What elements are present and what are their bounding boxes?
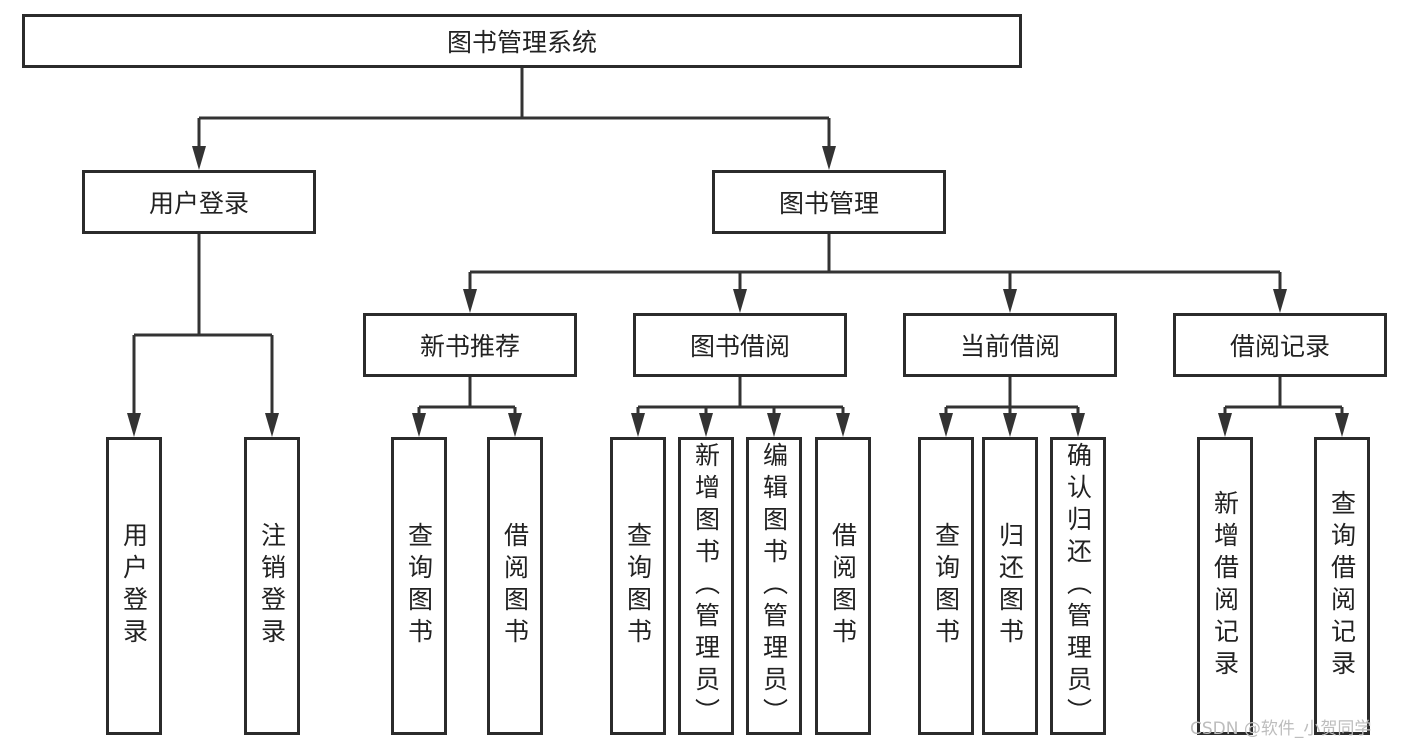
- node-label: 当前借阅: [959, 332, 1060, 361]
- arrowhead-icon: [1335, 413, 1349, 437]
- arrowhead-icon: [939, 413, 953, 437]
- level2-node: 新书推荐: [363, 313, 577, 377]
- level1-node: 用户登录: [82, 170, 316, 234]
- arrowhead-icon: [1071, 413, 1085, 437]
- leaf-node: 用户登录: [106, 437, 162, 735]
- leaf-node: 新增图书（管理员）: [678, 437, 734, 735]
- node-label: 用户登录: [148, 189, 249, 218]
- arrowhead-icon: [836, 413, 850, 437]
- node-label: 查询图书: [931, 522, 961, 650]
- node-label: 新书推荐: [419, 332, 520, 361]
- leaf-node: 注销登录: [244, 437, 300, 735]
- arrowhead-icon: [265, 413, 279, 437]
- arrowhead-icon: [1218, 413, 1232, 437]
- node-label: 注销登录: [257, 522, 287, 650]
- level1-node: 图书管理: [712, 170, 946, 234]
- arrowhead-icon: [412, 413, 426, 437]
- level2-node: 当前借阅: [903, 313, 1117, 377]
- node-label: 图书借阅: [689, 332, 790, 361]
- leaf-node: 查询借阅记录: [1314, 437, 1370, 735]
- arrowhead-icon: [192, 146, 206, 170]
- leaf-node: 确认归还（管理员）: [1050, 437, 1106, 735]
- node-label: 借阅图书: [828, 522, 858, 650]
- watermark: CSDN @软件_小贺同学: [1190, 719, 1372, 739]
- leaf-node: 查询图书: [391, 437, 447, 735]
- root-node: 图书管理系统: [22, 14, 1022, 68]
- node-label: 查询借阅记录: [1327, 490, 1357, 682]
- arrowhead-icon: [631, 413, 645, 437]
- arrowhead-icon: [699, 413, 713, 437]
- arrowhead-icon: [1003, 413, 1017, 437]
- node-label: 查询图书: [623, 522, 653, 650]
- leaf-node: 编辑图书（管理员）: [746, 437, 802, 735]
- arrowhead-icon: [767, 413, 781, 437]
- arrowhead-icon: [127, 413, 141, 437]
- leaf-node: 新增借阅记录: [1197, 437, 1253, 735]
- level2-node: 借阅记录: [1173, 313, 1387, 377]
- node-label: 查询图书: [404, 522, 434, 650]
- node-label: 用户登录: [119, 522, 149, 650]
- node-label: 借阅记录: [1229, 332, 1330, 361]
- arrowhead-icon: [733, 289, 747, 313]
- node-label: 图书管理: [778, 189, 879, 218]
- arrowhead-icon: [1273, 289, 1287, 313]
- arrowhead-icon: [1003, 289, 1017, 313]
- arrowhead-icon: [463, 289, 477, 313]
- node-label: 图书管理系统: [446, 28, 597, 57]
- leaf-node: 借阅图书: [815, 437, 871, 735]
- node-label: 确认归还（管理员）: [1063, 442, 1093, 730]
- node-label: 归还图书: [995, 522, 1025, 650]
- arrowhead-icon: [822, 146, 836, 170]
- node-label: 新增借阅记录: [1210, 490, 1240, 682]
- leaf-node: 归还图书: [982, 437, 1038, 735]
- leaf-node: 查询图书: [918, 437, 974, 735]
- arrowhead-icon: [508, 413, 522, 437]
- leaf-node: 借阅图书: [487, 437, 543, 735]
- node-label: 新增图书（管理员）: [691, 442, 721, 730]
- node-label: 借阅图书: [500, 522, 530, 650]
- leaf-node: 查询图书: [610, 437, 666, 735]
- node-label: 编辑图书（管理员）: [759, 442, 789, 730]
- level2-node: 图书借阅: [633, 313, 847, 377]
